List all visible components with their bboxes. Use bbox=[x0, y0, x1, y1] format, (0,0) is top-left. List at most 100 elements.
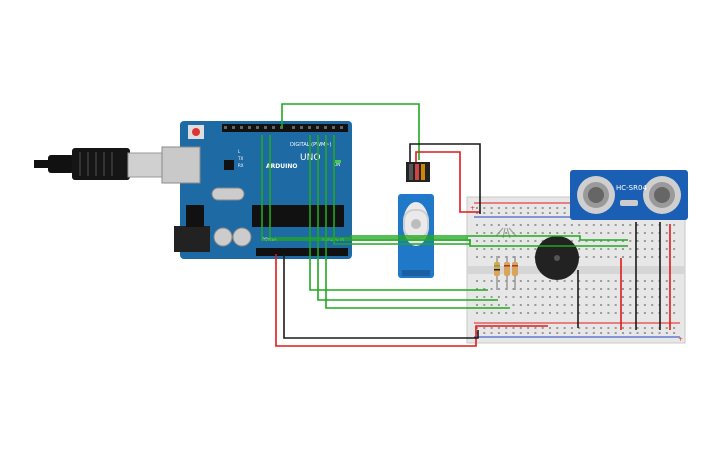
breadboard-hole[interactable] bbox=[673, 280, 676, 282]
breadboard-hole[interactable] bbox=[651, 288, 654, 290]
breadboard-hole[interactable] bbox=[490, 207, 493, 209]
breadboard-hole[interactable] bbox=[512, 248, 515, 250]
breadboard-hole[interactable] bbox=[607, 248, 610, 250]
breadboard-hole[interactable] bbox=[549, 207, 551, 209]
breadboard-hole[interactable] bbox=[643, 288, 646, 290]
breadboard-hole[interactable] bbox=[651, 256, 654, 258]
breadboard-hole[interactable] bbox=[505, 304, 508, 306]
breadboard-hole[interactable] bbox=[665, 332, 668, 334]
breadboard-hole[interactable] bbox=[585, 240, 588, 242]
breadboard-hole[interactable] bbox=[541, 296, 544, 298]
breadboard-hole[interactable] bbox=[570, 312, 573, 314]
breadboard-hole[interactable] bbox=[556, 312, 559, 314]
breadboard-hole[interactable] bbox=[665, 224, 668, 226]
breadboard-hole[interactable] bbox=[673, 256, 676, 258]
breadboard-hole[interactable] bbox=[534, 312, 537, 314]
breadboard-hole[interactable] bbox=[578, 232, 581, 234]
breadboard-hole[interactable] bbox=[643, 312, 646, 314]
breadboard-hole[interactable] bbox=[578, 256, 581, 258]
breadboard-hole[interactable] bbox=[505, 212, 508, 214]
breadboard-hole[interactable] bbox=[556, 296, 559, 298]
breadboard-hole[interactable] bbox=[665, 296, 668, 298]
breadboard-hole[interactable] bbox=[578, 248, 581, 250]
breadboard-hole[interactable] bbox=[497, 304, 500, 306]
breadboard-hole[interactable] bbox=[497, 240, 500, 242]
breadboard-hole[interactable] bbox=[519, 312, 522, 314]
breadboard-hole[interactable] bbox=[578, 332, 581, 334]
breadboard-hole[interactable] bbox=[622, 280, 624, 282]
breadboard-hole[interactable] bbox=[673, 224, 676, 226]
breadboard-hole[interactable] bbox=[556, 280, 559, 282]
breadboard-hole[interactable] bbox=[505, 207, 508, 209]
breadboard-hole[interactable] bbox=[665, 280, 668, 282]
breadboard-hole[interactable] bbox=[643, 240, 646, 242]
breadboard-hole[interactable] bbox=[673, 240, 676, 242]
breadboard[interactable]: + + bbox=[466, 196, 686, 344]
breadboard-hole[interactable] bbox=[585, 224, 588, 226]
breadboard-hole[interactable] bbox=[541, 207, 544, 209]
breadboard-hole[interactable] bbox=[600, 280, 603, 282]
breadboard-hole[interactable] bbox=[585, 312, 588, 314]
breadboard-hole[interactable] bbox=[600, 296, 603, 298]
breadboard-hole[interactable] bbox=[563, 224, 566, 226]
breadboard-hole[interactable] bbox=[607, 240, 610, 242]
breadboard-hole[interactable] bbox=[578, 240, 581, 242]
breadboard-hole[interactable] bbox=[490, 296, 493, 298]
wire-5v[interactable] bbox=[275, 254, 548, 347]
breadboard-hole[interactable] bbox=[519, 327, 522, 329]
wire-green-3[interactable] bbox=[309, 135, 488, 291]
breadboard-hole[interactable] bbox=[578, 280, 581, 282]
breadboard-hole[interactable] bbox=[636, 312, 639, 314]
breadboard-hole[interactable] bbox=[651, 296, 654, 298]
breadboard-hole[interactable] bbox=[643, 248, 646, 250]
breadboard-hole[interactable] bbox=[497, 248, 500, 250]
breadboard-hole[interactable] bbox=[673, 304, 676, 306]
breadboard-hole[interactable] bbox=[476, 207, 478, 209]
breadboard-hole[interactable] bbox=[592, 232, 595, 234]
breadboard-hole[interactable] bbox=[541, 288, 544, 290]
breadboard-hole[interactable] bbox=[476, 256, 478, 258]
breadboard-hole[interactable] bbox=[673, 296, 676, 298]
breadboard-hole[interactable] bbox=[505, 288, 508, 290]
breadboard-hole[interactable] bbox=[497, 280, 500, 282]
power-analog-header[interactable] bbox=[256, 248, 348, 256]
breadboard-hole[interactable] bbox=[512, 280, 515, 282]
breadboard-hole[interactable] bbox=[643, 256, 646, 258]
breadboard-hole[interactable] bbox=[476, 304, 478, 306]
breadboard-hole[interactable] bbox=[622, 256, 624, 258]
breadboard-hole[interactable] bbox=[570, 332, 573, 334]
breadboard-hole[interactable] bbox=[600, 332, 603, 334]
breadboard-hole[interactable] bbox=[483, 207, 486, 209]
breadboard-hole[interactable] bbox=[512, 327, 515, 329]
breadboard-hole[interactable] bbox=[643, 280, 646, 282]
breadboard-hole[interactable] bbox=[658, 332, 661, 334]
breadboard-hole[interactable] bbox=[512, 224, 515, 226]
breadboard-hole[interactable] bbox=[614, 280, 617, 282]
breadboard-hole[interactable] bbox=[490, 312, 493, 314]
breadboard-hole[interactable] bbox=[614, 296, 617, 298]
breadboard-hole[interactable] bbox=[643, 327, 646, 329]
breadboard-hole[interactable] bbox=[636, 288, 639, 290]
breadboard-hole[interactable] bbox=[592, 332, 595, 334]
breadboard-hole[interactable] bbox=[497, 224, 500, 226]
breadboard-hole[interactable] bbox=[651, 280, 654, 282]
breadboard-hole[interactable] bbox=[549, 332, 551, 334]
breadboard-hole[interactable] bbox=[505, 280, 508, 282]
breadboard-hole[interactable] bbox=[651, 304, 654, 306]
breadboard-hole[interactable] bbox=[665, 232, 668, 234]
breadboard-hole[interactable] bbox=[629, 288, 632, 290]
breadboard-hole[interactable] bbox=[636, 256, 639, 258]
breadboard-hole[interactable] bbox=[592, 327, 595, 329]
breadboard-hole[interactable] bbox=[483, 332, 486, 334]
breadboard-hole[interactable] bbox=[607, 288, 610, 290]
breadboard-hole[interactable] bbox=[636, 240, 639, 242]
breadboard-hole[interactable] bbox=[570, 327, 573, 329]
breadboard-hole[interactable] bbox=[607, 304, 610, 306]
breadboard-hole[interactable] bbox=[585, 327, 588, 329]
breadboard-hole[interactable] bbox=[541, 312, 544, 314]
breadboard-hole[interactable] bbox=[497, 212, 500, 214]
breadboard-hole[interactable] bbox=[592, 240, 595, 242]
breadboard-hole[interactable] bbox=[483, 212, 486, 214]
breadboard-hole[interactable] bbox=[651, 248, 654, 250]
breadboard-hole[interactable] bbox=[651, 312, 654, 314]
